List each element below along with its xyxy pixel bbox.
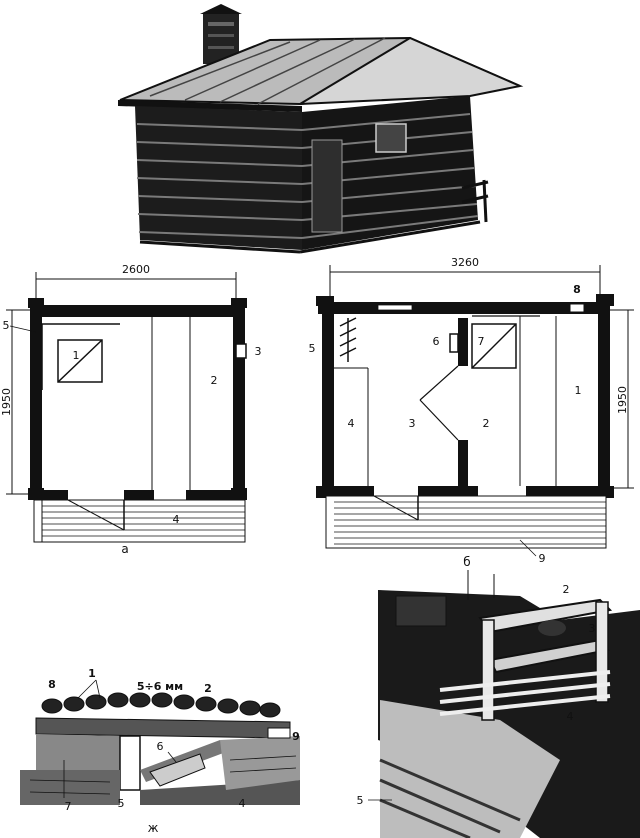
plan-a: 2600 1950 [0, 263, 262, 556]
plan-b-label-8: 8 [573, 283, 581, 296]
detail-zh-caption: ж [148, 821, 159, 835]
plan-b-label-1: 1 [575, 384, 582, 397]
plan-b-label-3: 3 [409, 417, 416, 430]
plan-a-label-3: 3 [255, 345, 262, 358]
plan-a-label-2: 2 [211, 374, 218, 387]
detail-photo-label-4: 4 [567, 710, 574, 723]
plan-b-label-4: 4 [348, 417, 355, 430]
plan-b-label-7: 7 [478, 335, 485, 348]
log-walls [135, 96, 489, 254]
detail-photo-label-5: 5 [357, 794, 364, 807]
porch-rail [461, 179, 489, 223]
chimney [200, 4, 242, 64]
plan-a-label-1: 1 [73, 349, 80, 362]
house-window [375, 123, 407, 153]
plan-b-dim-height: 1950 [606, 309, 634, 489]
detail-zh-label-9: 9 [292, 730, 300, 743]
detail-zh-label-5: 5 [118, 797, 125, 810]
plan-b-label-9: 9 [539, 552, 546, 565]
detail-zh: 1 2 4 5 6 7 8 9 5÷6 мм ж [20, 667, 300, 835]
plan-b-caption: б [463, 555, 470, 569]
house-door [311, 139, 343, 233]
plan-a-caption: а [121, 542, 128, 556]
detail-photo: 2 3 4 5 [357, 570, 640, 838]
plan-b-hanger-icon [339, 317, 357, 362]
plan-b-label-2: 2 [483, 417, 490, 430]
plan-a-label-4: 4 [173, 513, 180, 526]
house-illustration [118, 4, 524, 254]
plan-b-width-label: 3260 [451, 256, 479, 269]
detail-zh-label-7: 7 [65, 800, 72, 813]
detail-photo-label-2: 2 [563, 583, 570, 596]
detail-zh-label-2: 2 [204, 682, 212, 695]
roof [118, 36, 524, 112]
plan-b: 3260 1950 [309, 256, 634, 569]
plan-b-label-5: 5 [309, 342, 316, 355]
plan-a-width-label: 2600 [122, 263, 150, 276]
plan-a-dim-width: 2600 [35, 263, 237, 300]
detail-zh-label-8: 8 [48, 678, 56, 691]
plan-a-dim-height: 1950 [0, 309, 30, 495]
detail-zh-label-6: 6 [157, 740, 164, 753]
plan-b-height-label: 1950 [616, 386, 629, 414]
detail-zh-label-4: 4 [239, 797, 246, 810]
detail-zh-gap-note: 5÷6 мм [137, 680, 183, 693]
plan-a-height-label: 1950 [0, 388, 13, 416]
plan-a-label-5: 5 [3, 319, 10, 332]
plan-b-label-6: 6 [433, 335, 440, 348]
detail-zh-label-1: 1 [88, 667, 96, 680]
detail-photo-label-3: 3 [589, 622, 596, 635]
plan-b-dim-width: 3260 [329, 256, 601, 300]
